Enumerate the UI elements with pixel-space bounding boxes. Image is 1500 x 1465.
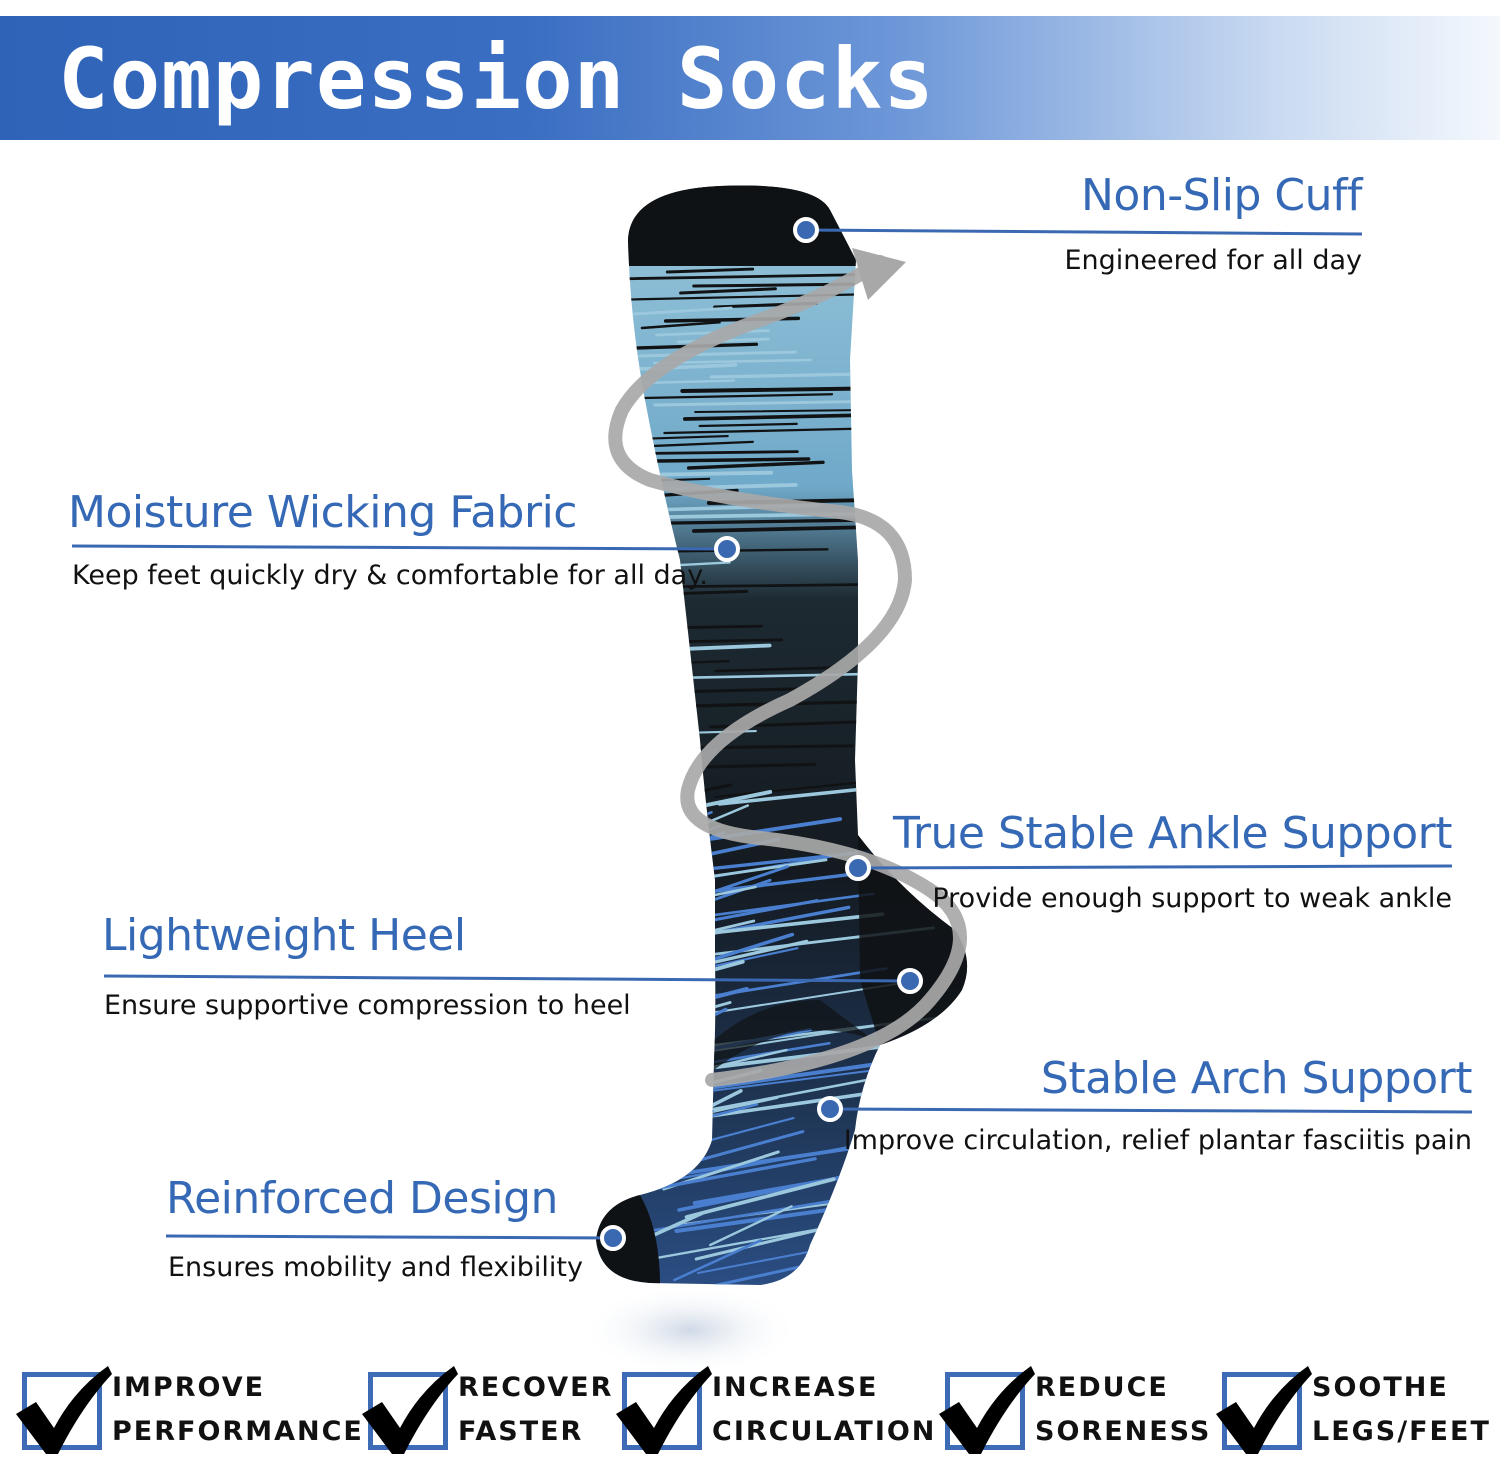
benefit-line-1: INCREASE — [712, 1372, 879, 1403]
callout-dot-icon — [600, 1225, 626, 1251]
feature-desc-arch-support: Improve circulation, relief plantar fasc… — [843, 1125, 1472, 1156]
sock-stripe — [640, 321, 721, 330]
sock-stripe — [610, 763, 693, 792]
benefit-line-2: CIRCULATION — [712, 1416, 937, 1447]
sock-stripe — [604, 293, 874, 302]
benefit-line-2: SORENESS — [1035, 1416, 1212, 1447]
benefit-line-2: LEGS/FEET — [1312, 1416, 1491, 1447]
check-mark-icon — [16, 1366, 112, 1454]
sock-reflection — [580, 1285, 800, 1375]
benefit-improve-performance: IMPROVE PERFORMANCE — [16, 1366, 362, 1454]
sock-stripe — [626, 952, 692, 988]
check-mark-icon — [616, 1366, 712, 1454]
check-mark-icon — [939, 1366, 1035, 1454]
benefit-line-1: SOOTHE — [1312, 1372, 1449, 1403]
arrow-head — [852, 248, 906, 300]
feature-title-arch-support: Stable Arch Support — [1040, 1053, 1473, 1104]
sock-stripe — [637, 350, 797, 358]
feature-desc-lightweight-heel: Ensure supportive compression to heel — [104, 990, 631, 1021]
benefit-line-2: PERFORMANCE — [112, 1416, 364, 1447]
benefit-increase-circulation: INCREASE CIRCULATION — [616, 1366, 934, 1454]
banner-title: Compression Socks — [58, 30, 935, 128]
benefit-line-1: REDUCE — [1035, 1372, 1169, 1403]
sock-stripe — [698, 422, 798, 428]
check-mark-icon — [1216, 1366, 1312, 1454]
feature-desc-reinforced-design: Ensures mobility and flexibility — [168, 1252, 583, 1283]
callout-dots — [600, 217, 923, 1251]
feature-title-ankle-support: True Stable Ankle Support — [893, 808, 1452, 859]
feature-desc-non-slip-cuff: Engineered for all day — [1064, 245, 1363, 276]
feature-desc-ankle-support: Provide enough support to weak ankle — [932, 883, 1452, 914]
callout-dot-icon — [845, 855, 871, 881]
feature-title-moisture-wicking: Moisture Wicking Fabric — [68, 487, 577, 538]
sock-stripe — [608, 273, 865, 281]
check-mark-icon — [362, 1366, 458, 1454]
sock-stripe — [691, 525, 867, 533]
callout-dot-icon — [897, 968, 923, 994]
benefit-soothe-legs-feet: SOOTHE LEGS/FEET — [1216, 1366, 1489, 1454]
feature-desc-moisture-wicking: Keep feet quickly dry & comfortable for … — [72, 560, 708, 591]
callout-dot-icon — [714, 536, 740, 562]
sock-stripe — [709, 1205, 793, 1247]
feature-title-reinforced-design: Reinforced Design — [166, 1173, 558, 1224]
benefit-line-1: RECOVER — [458, 1372, 614, 1403]
sock-stripe — [620, 1123, 698, 1163]
sock-stripe — [618, 1110, 714, 1149]
sock-stripe — [642, 393, 834, 400]
sock-stripe — [655, 457, 811, 463]
sock-stripe — [663, 316, 801, 323]
sock-stripe — [679, 287, 777, 295]
feature-title-lightweight-heel: Lightweight Heel — [102, 910, 466, 961]
sock-stripe — [696, 1075, 883, 1114]
title-banner: Compression Socks — [0, 16, 1500, 140]
sock-stripe — [714, 666, 838, 673]
benefit-reduce-soreness: REDUCE SORENESS — [939, 1366, 1209, 1454]
sock-stripe — [686, 460, 825, 470]
benefit-line-1: IMPROVE — [112, 1372, 266, 1403]
callout-dot-icon — [793, 217, 819, 243]
feature-title-non-slip-cuff: Non-Slip Cuff — [1081, 170, 1362, 221]
sock-stripe — [659, 1144, 861, 1184]
sock-stripe — [665, 267, 755, 274]
benefit-recover-faster: RECOVER FASTER — [362, 1366, 611, 1454]
sock-stripe — [673, 1238, 763, 1282]
spiral-arrow-icon — [608, 255, 967, 1087]
benefit-line-2: FASTER — [458, 1416, 584, 1447]
sock-stripe — [632, 306, 733, 316]
sock-stripe — [612, 1001, 732, 1037]
callout-dot-icon — [817, 1096, 843, 1122]
